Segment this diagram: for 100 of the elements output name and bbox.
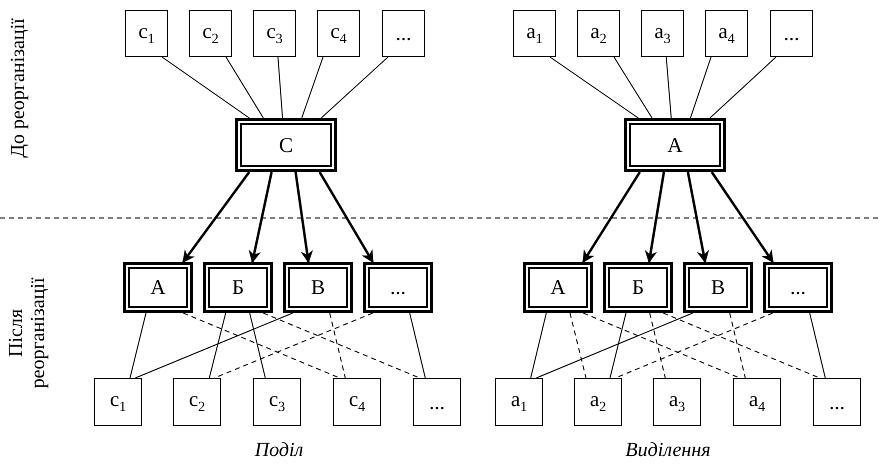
side-label: До реорганізації — [7, 17, 29, 160]
node-label: a$_{2}$ — [590, 18, 607, 48]
node-label: ... — [396, 21, 412, 46]
double-border-box — [683, 262, 753, 313]
connector-line — [320, 56, 389, 118]
node-label: ... — [829, 390, 845, 414]
double-border-box — [363, 262, 433, 313]
node-label: ... — [784, 21, 800, 46]
node-label: a$_{2}$ — [590, 387, 606, 417]
node-label: Б — [632, 275, 644, 300]
box — [641, 10, 684, 57]
double-border-box — [624, 118, 726, 172]
arrow — [182, 171, 250, 263]
double-border-box — [235, 118, 337, 172]
connector-line — [662, 312, 820, 378]
box — [94, 378, 142, 426]
node-label: c$_{2}$ — [202, 18, 219, 48]
node-label: c$_{3}$ — [268, 387, 286, 417]
box — [653, 378, 701, 426]
caption: Виділення — [625, 439, 711, 461]
connector-line — [329, 312, 346, 378]
box — [513, 10, 556, 57]
connector-line — [729, 312, 746, 378]
connector-line — [666, 56, 672, 118]
node-label: ... — [390, 275, 406, 300]
box — [317, 10, 360, 57]
box — [125, 10, 168, 57]
connector-line — [277, 56, 284, 118]
node-label: ... — [429, 390, 445, 414]
box — [577, 10, 620, 57]
node-label: Б — [232, 275, 244, 300]
node-label: C — [278, 132, 293, 158]
connector-line — [570, 312, 586, 378]
connector-line — [610, 312, 626, 378]
node-label: a$_{4}$ — [748, 387, 766, 417]
node-label: c$_{1}$ — [138, 18, 155, 48]
box — [413, 378, 461, 426]
arrow — [248, 172, 273, 264]
side-label: Після реорганізації — [5, 276, 49, 390]
arrow — [294, 172, 313, 264]
connector-line — [182, 312, 340, 378]
connector-line — [301, 56, 324, 118]
connector-line — [582, 312, 740, 378]
connector-line — [208, 312, 226, 378]
box — [253, 378, 301, 426]
box — [173, 378, 221, 426]
connector-line — [809, 312, 826, 378]
node-label: a$_{1}$ — [526, 18, 543, 48]
node-label: A — [550, 275, 566, 300]
box — [253, 10, 296, 57]
caption: Поділ — [254, 439, 304, 461]
node-label: a$_{3}$ — [654, 18, 671, 48]
connector-line — [161, 56, 250, 118]
connector-line — [249, 312, 266, 378]
arrow — [644, 172, 666, 264]
box — [770, 10, 813, 57]
node-label: В — [310, 275, 325, 300]
node-label: c$_{2}$ — [188, 387, 206, 417]
connector-line — [709, 56, 777, 118]
box — [574, 378, 622, 426]
box — [705, 10, 748, 57]
connector-line — [409, 312, 426, 378]
double-border-box — [123, 262, 193, 313]
connector-line — [214, 312, 374, 378]
node-label: ... — [790, 275, 806, 300]
box — [733, 378, 781, 426]
node-label: A — [667, 132, 683, 158]
connector-line — [262, 312, 420, 378]
box — [495, 378, 543, 426]
double-border-box — [603, 262, 673, 313]
node-label: a$_{4}$ — [718, 18, 735, 48]
node-label: a$_{1}$ — [510, 387, 528, 417]
node-label: c$_{3}$ — [266, 18, 283, 48]
node-label: c$_{1}$ — [110, 387, 126, 417]
box — [333, 378, 381, 426]
connector-line — [649, 312, 666, 378]
arrow — [686, 172, 710, 264]
double-border-box — [763, 262, 833, 313]
connector-line — [549, 56, 639, 118]
connector-line — [134, 312, 294, 378]
box — [189, 10, 232, 57]
node-label: В — [710, 275, 725, 300]
node-label: c$_{4}$ — [348, 387, 366, 417]
connector-line — [225, 56, 264, 118]
box — [382, 10, 425, 57]
connector-line — [130, 312, 146, 378]
arrow — [582, 171, 641, 264]
node-label: a$_{3}$ — [668, 387, 686, 417]
arrow — [710, 171, 774, 264]
double-border-box — [283, 262, 353, 313]
connector-line — [530, 312, 547, 378]
connector-line — [690, 56, 712, 118]
box — [813, 378, 861, 426]
node-label: A — [150, 275, 166, 300]
double-border-box — [203, 262, 273, 313]
arrow — [318, 171, 374, 264]
double-border-box — [523, 262, 593, 313]
connector-line — [613, 56, 653, 118]
connector-line — [536, 312, 694, 378]
node-label: c$_{4}$ — [330, 18, 347, 48]
